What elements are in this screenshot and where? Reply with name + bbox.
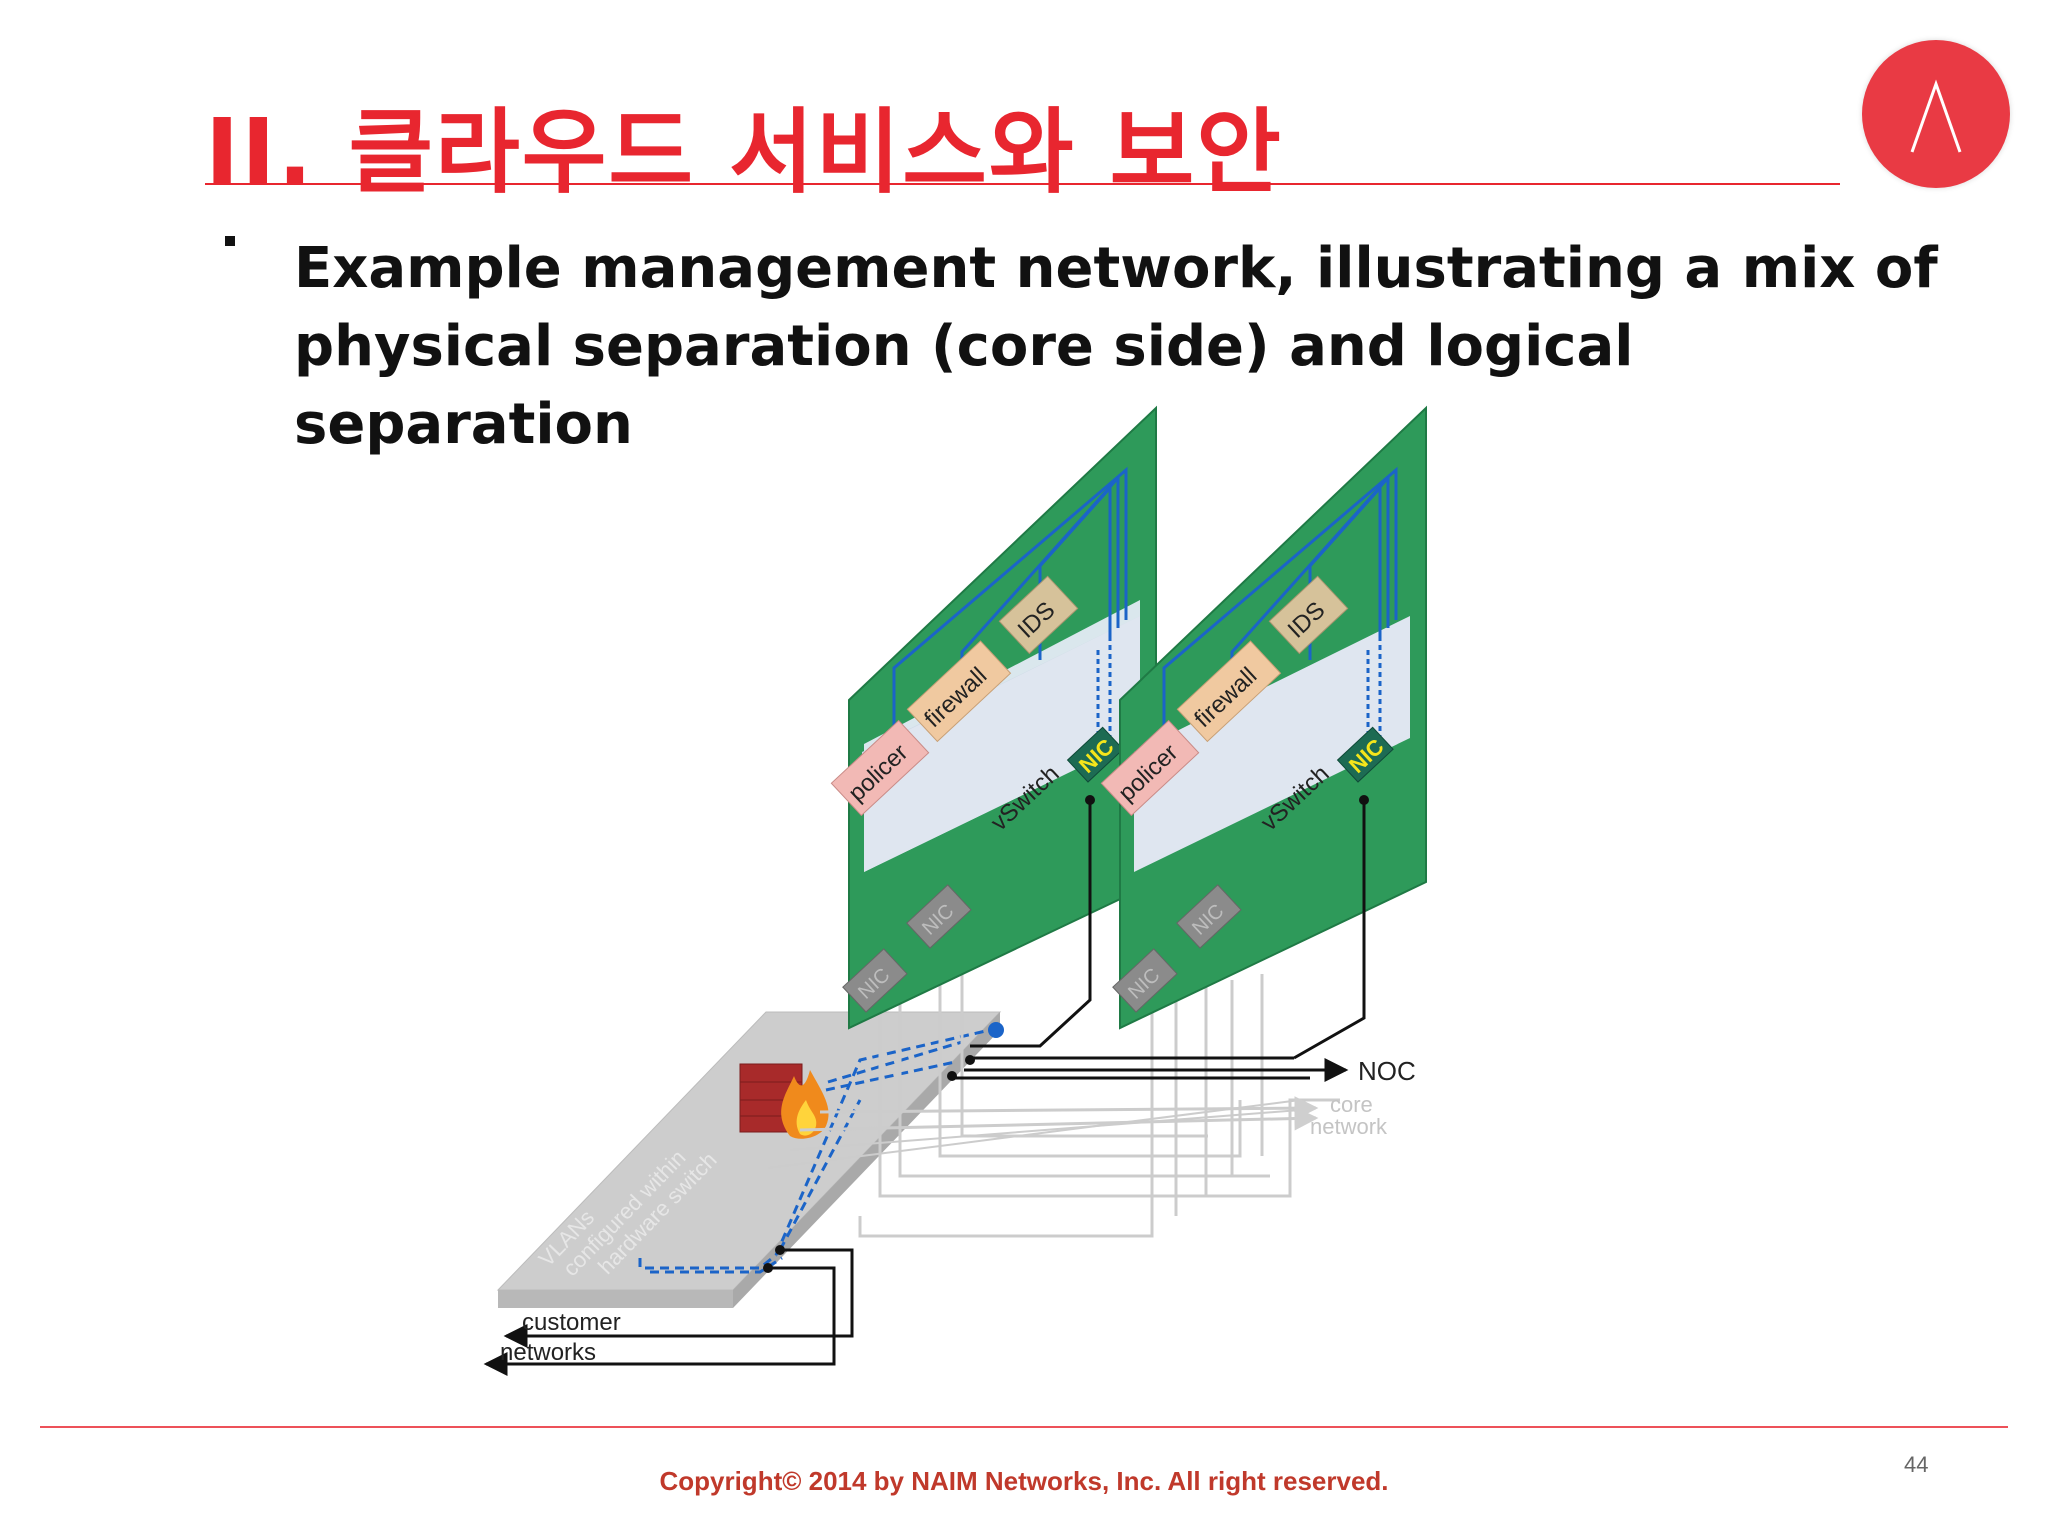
server-board-1: policer firewall IDS vSwitch NIC NIC NIC xyxy=(830,405,1157,1048)
customer-links xyxy=(483,1248,854,1376)
core-links xyxy=(767,948,1340,1238)
customer-label-line2: networks xyxy=(500,1339,596,1366)
vlan-paths xyxy=(638,1028,991,1274)
core-label-line1: core xyxy=(1330,1092,1373,1117)
noc-label: NOC xyxy=(1358,1056,1416,1086)
copyright-notice: Copyright© 2014 by NAIM Networks, Inc. A… xyxy=(659,1466,1389,1496)
firewall-icon xyxy=(739,1063,829,1139)
hardware-switch: VLANs configured within hardware switch xyxy=(496,1011,1004,1308)
customer-label-line1: customer xyxy=(522,1309,621,1336)
bullet-text: Example management network, illustrating… xyxy=(294,236,1938,457)
slide-title: II. 클라우드 서비스와 보안 xyxy=(205,99,1283,206)
title-divider xyxy=(205,183,1840,185)
footer-divider xyxy=(40,1426,2008,1428)
company-logo xyxy=(1862,40,2010,188)
server-board-2: policer firewall IDS vSwitch NIC NIC NIC xyxy=(1100,405,1427,1060)
core-label-line2: network xyxy=(1310,1114,1388,1139)
noc-links xyxy=(952,1056,1349,1082)
bullet-marker xyxy=(225,236,235,246)
logo-mark-icon xyxy=(1910,79,1962,153)
vlan-node xyxy=(988,1022,1004,1038)
page-number: 44 xyxy=(1904,1452,1929,1477)
